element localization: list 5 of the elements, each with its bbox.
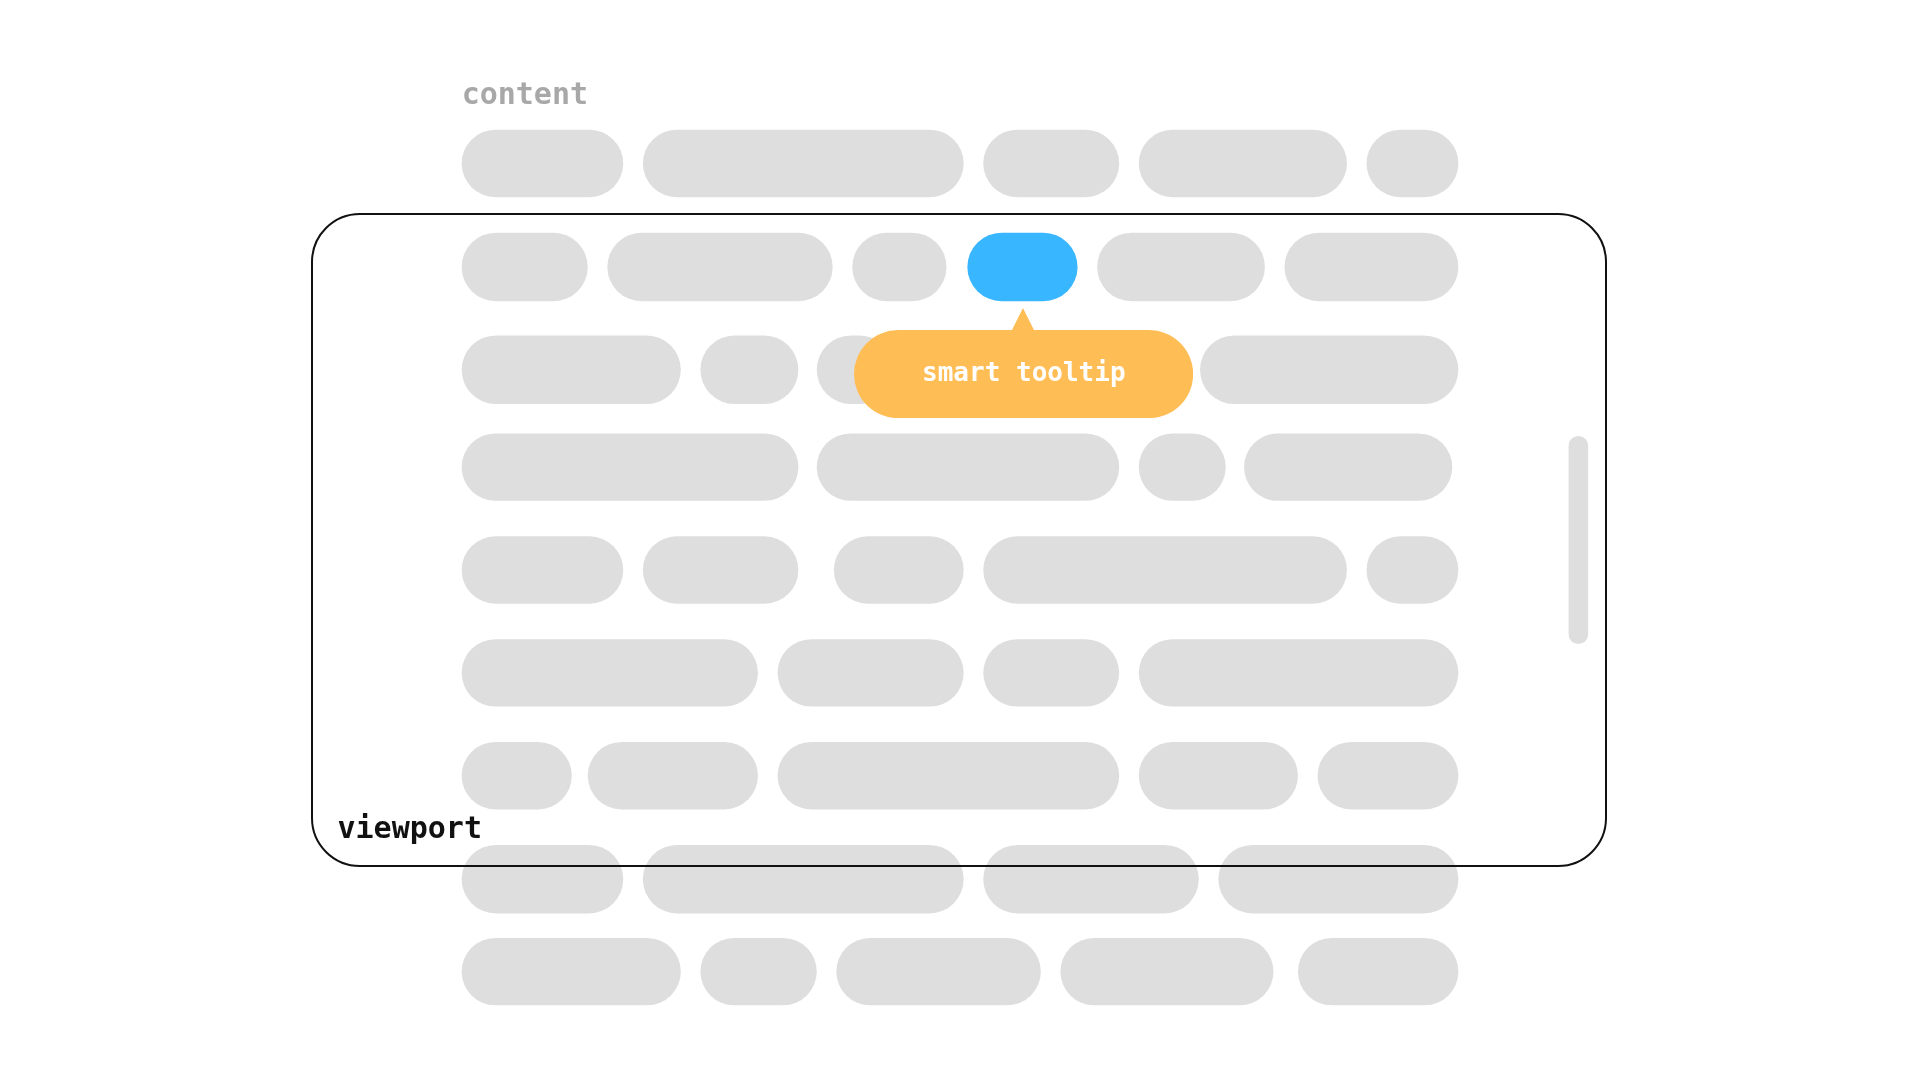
tooltip-text: smart tooltip [921, 357, 1127, 388]
tooltip [854, 308, 1194, 419]
content-label: content [461, 75, 589, 111]
viewport-frame [311, 213, 1607, 867]
viewport-label: viewport [337, 810, 482, 846]
